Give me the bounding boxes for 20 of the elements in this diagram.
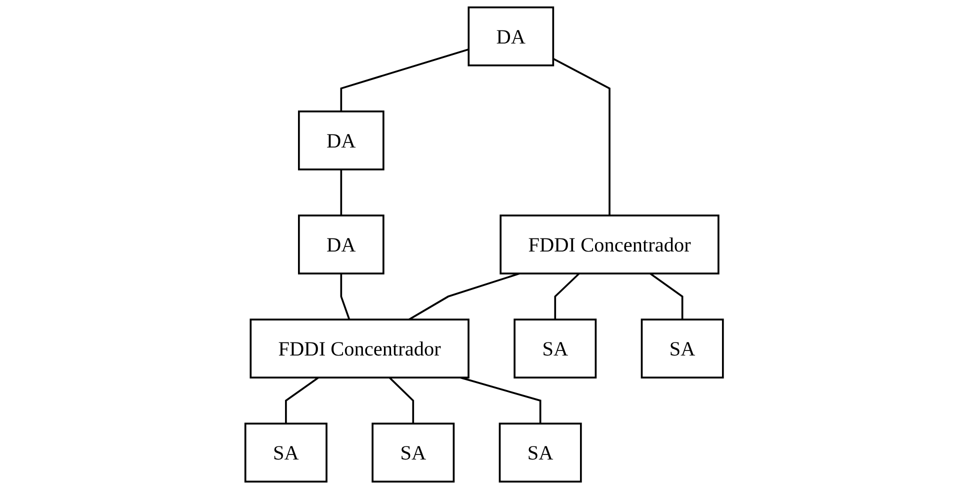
node-box: SA [499,422,582,483]
connector [340,48,470,112]
connector [285,376,320,424]
connector [554,272,580,320]
node-box: FDDI Concentrador [500,214,720,274]
node-box: DA [298,214,385,274]
node-box: DA [468,6,554,66]
node-box: DA [298,110,385,170]
node-box: FDDI Concentrador [250,318,470,378]
connector [389,376,414,424]
node-box: SA [514,318,597,378]
connector [340,274,351,320]
connector [408,272,520,320]
connector [460,376,542,424]
node-box: SA [244,422,328,483]
connector [650,272,684,320]
connector [553,58,611,216]
node-box: SA [372,422,455,483]
node-box: SA [641,318,724,378]
connector [340,169,342,216]
